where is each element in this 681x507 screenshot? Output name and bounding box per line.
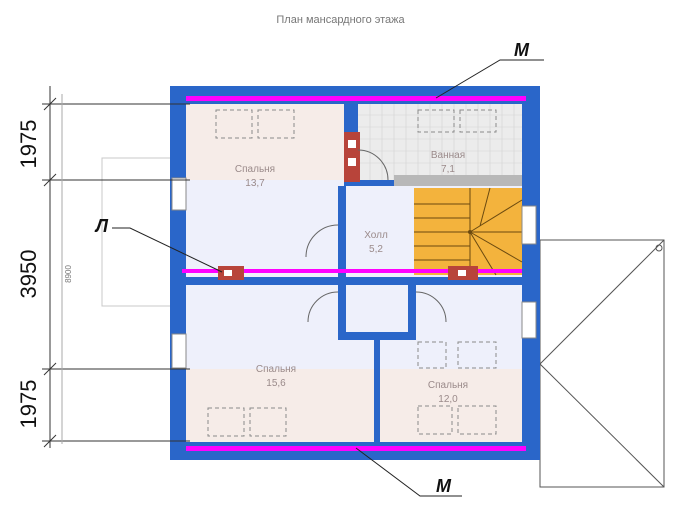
room-bathroom xyxy=(358,104,522,180)
plan-title: План мансардного этажа xyxy=(276,14,405,26)
bathroom-tiles xyxy=(358,104,522,180)
room-bathroom-area: 7,1 xyxy=(441,164,455,175)
dimension-top: 1975 xyxy=(16,120,41,169)
callout-m-top: М xyxy=(514,40,530,60)
room-bedroom-3-name: Спальня xyxy=(428,380,468,391)
room-bedroom-1-area: 13,7 xyxy=(245,178,265,189)
room-bedroom-2-bottom xyxy=(186,369,374,442)
dimension-middle: 3950 xyxy=(16,250,41,299)
room-hall-name: Холл xyxy=(364,230,388,241)
room-bedroom-3-top xyxy=(380,285,522,369)
callout-leaders xyxy=(112,59,544,497)
right-roof xyxy=(539,239,665,488)
magenta-line-top xyxy=(186,96,526,101)
room-bedroom-1-top xyxy=(186,104,344,180)
door-swings xyxy=(305,149,447,323)
staircase xyxy=(414,187,523,276)
room-bedroom-1-bottom xyxy=(186,180,344,277)
magenta-line-middle xyxy=(182,269,522,273)
callout-l: Л xyxy=(94,216,109,236)
room-bedroom-3-area: 12,0 xyxy=(438,394,458,405)
dimension-lines xyxy=(42,86,190,448)
chimney xyxy=(344,132,360,182)
dimension-total: 8900 xyxy=(64,265,73,283)
room-hall-area: 5,2 xyxy=(369,244,383,255)
windows xyxy=(171,177,537,369)
room-bedroom-1-name: Спальня xyxy=(235,164,275,175)
room-bedroom-3-bottom xyxy=(380,369,522,442)
beam xyxy=(394,175,522,186)
furniture-outlines xyxy=(207,109,497,437)
room-bathroom-name: Ванная xyxy=(431,150,465,161)
room-bedroom-2-name: Спальня xyxy=(256,364,296,375)
callout-m-bottom: М xyxy=(436,476,452,496)
dimension-bottom: 1975 xyxy=(16,380,41,429)
room-bedroom-2-area: 15,6 xyxy=(266,378,286,389)
